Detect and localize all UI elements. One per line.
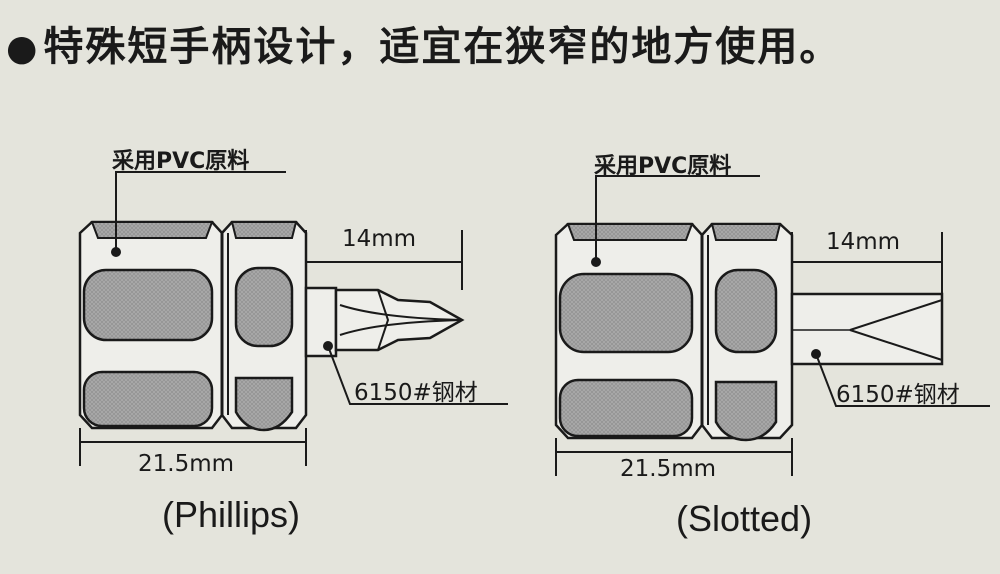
phillips-material-label: 采用PVC原料 xyxy=(112,149,250,174)
slotted-material-label: 采用PVC原料 xyxy=(594,154,732,179)
slotted-grip-large-top xyxy=(558,272,694,354)
phillips-grip-large-top xyxy=(82,268,214,342)
bullet-icon: ● xyxy=(6,28,40,69)
slotted-steel-label: 6150#钢材 xyxy=(836,382,960,408)
phillips-screwdriver-drawing xyxy=(78,171,508,466)
phillips-grip-small-bottom xyxy=(234,376,294,432)
headline: ●特殊短手柄设计，适宜在狭窄的地方使用。 xyxy=(6,14,841,72)
slotted-screwdriver-drawing xyxy=(554,175,990,476)
slotted-grip-large-bottom xyxy=(558,378,694,438)
phillips-caption: (Phillips) xyxy=(162,494,301,535)
phillips-grip-large-bottom xyxy=(82,370,214,428)
phillips-grip-small-top xyxy=(234,266,294,348)
phillips-bit-length-label: 14mm xyxy=(342,226,417,252)
phillips-steel-label: 6150#钢材 xyxy=(354,380,478,406)
headline-text: 特殊短手柄设计，适宜在狭窄的地方使用。 xyxy=(43,24,842,70)
slotted-bit-length-label: 14mm xyxy=(826,229,901,255)
slotted-grip-small-top xyxy=(714,268,778,354)
slotted-handle-length-label: 21.5mm xyxy=(620,456,717,482)
phillips-bit-tip xyxy=(334,288,465,352)
slotted-grip-small-bottom xyxy=(714,380,778,442)
phillips-handle-length-label: 21.5mm xyxy=(138,451,235,477)
slotted-caption: (Slotted) xyxy=(676,498,813,539)
